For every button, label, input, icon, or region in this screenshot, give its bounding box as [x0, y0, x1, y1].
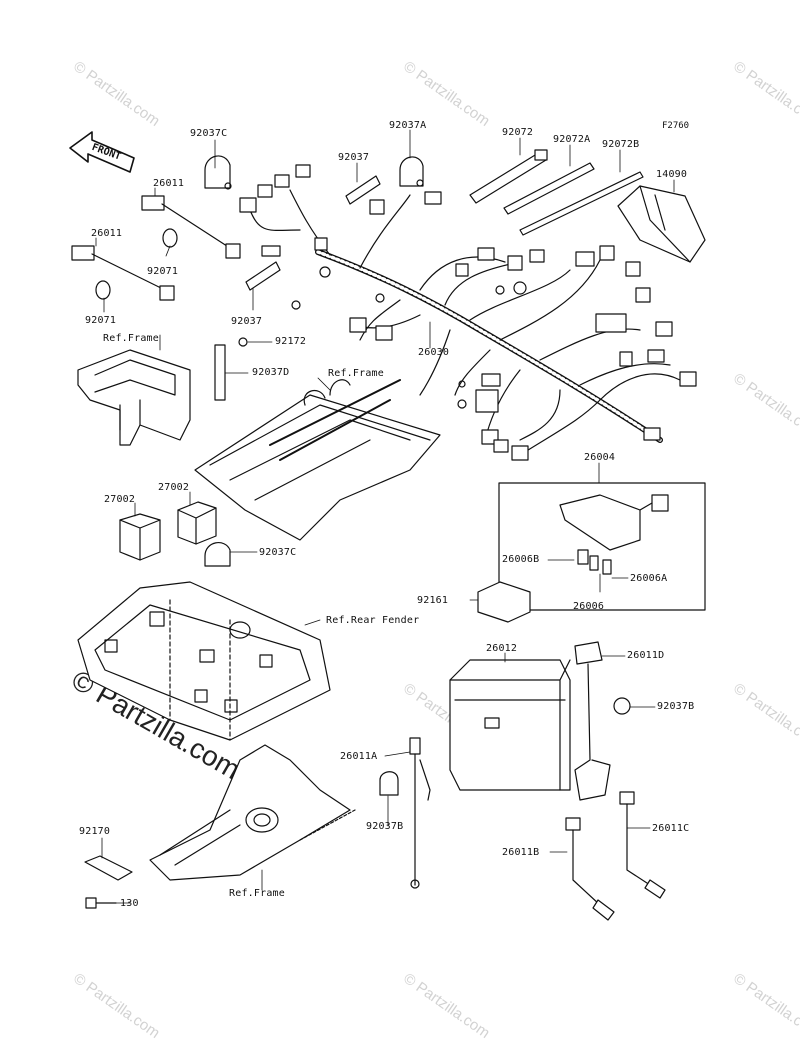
relay-27002-a	[119, 513, 161, 561]
part-label: 92170	[79, 826, 111, 837]
frame-bracket-left	[77, 349, 191, 446]
part-label: 26011C	[652, 823, 690, 834]
clamp-92037B-left	[379, 771, 399, 796]
lead-26011-b	[71, 245, 175, 301]
part-label: 26006A	[630, 573, 668, 584]
part-label: 92037	[231, 316, 263, 327]
relay-92161	[477, 581, 531, 623]
part-label: 26011D	[627, 650, 665, 661]
ref-label: Ref.Frame	[103, 333, 159, 344]
part-label: 92037A	[389, 120, 427, 131]
rear-fender-tray	[77, 581, 331, 741]
figure-code: F2760	[662, 121, 690, 131]
part-label: 26006	[573, 601, 605, 612]
part-label: 92071	[85, 315, 117, 326]
part-label: 92072A	[553, 134, 591, 145]
part-label: 92161	[417, 595, 449, 606]
cable-26011A	[409, 737, 431, 889]
part-label: 26030	[418, 347, 450, 358]
ref-label: Ref.Rear Fender	[326, 615, 420, 626]
relay-27002-b	[177, 501, 217, 545]
part-label: 92037C	[190, 128, 228, 139]
part-label: 92037B	[366, 821, 404, 832]
part-label: 26011	[91, 228, 123, 239]
cap-26011D	[574, 641, 611, 801]
bolt-130	[85, 897, 117, 909]
center-frame	[194, 379, 441, 541]
part-label: 92037D	[252, 367, 290, 378]
cable-tie-92072A	[503, 162, 595, 215]
part-label: 14090	[656, 169, 688, 180]
ref-label: Ref.Frame	[328, 368, 384, 379]
part-label: 92071	[147, 266, 179, 277]
cable-tie-92072	[469, 149, 548, 204]
part-label: 92072B	[602, 139, 640, 150]
part-label: 92037C	[259, 547, 297, 558]
cable-26011C	[619, 791, 666, 899]
clamp-92037B-right	[613, 697, 631, 715]
part-label: 27002	[104, 494, 136, 505]
clamp-92037C-mid	[204, 542, 231, 567]
part-label: 26011	[153, 178, 185, 189]
part-label: 26004	[584, 452, 616, 463]
lower-frame	[149, 744, 356, 881]
part-label: 92037B	[657, 701, 695, 712]
part-label: 92172	[275, 336, 307, 347]
part-label: 26011A	[340, 751, 378, 762]
band-92037-b	[245, 261, 281, 291]
band-92037	[345, 175, 381, 205]
plate-92170	[84, 855, 133, 881]
ref-label: Ref.Frame	[229, 888, 285, 899]
main-harness-26030	[239, 164, 697, 461]
clamp-92037C-top	[204, 155, 232, 190]
clamp-92037A	[399, 156, 424, 187]
leader-lines	[95, 129, 675, 904]
grommet-92071-b	[95, 280, 111, 300]
battery-26012	[449, 659, 571, 791]
cover-14090	[617, 185, 706, 263]
bolt-92172	[238, 337, 248, 347]
part-label: 26006B	[502, 554, 540, 565]
parts-box-26004	[498, 482, 706, 611]
band-92037D	[214, 344, 226, 401]
part-label: 92037	[338, 152, 370, 163]
part-label: 26011B	[502, 847, 540, 858]
part-label: 27002	[158, 482, 190, 493]
lead-26011-a	[141, 195, 241, 259]
cable-26011B	[565, 817, 615, 921]
front-arrow-icon	[69, 131, 135, 173]
grommet-92071-a	[162, 228, 178, 248]
part-label: 130	[120, 898, 139, 909]
part-label: 26012	[486, 643, 518, 654]
cable-tie-92072B	[519, 171, 644, 236]
part-label: 92072	[502, 127, 534, 138]
